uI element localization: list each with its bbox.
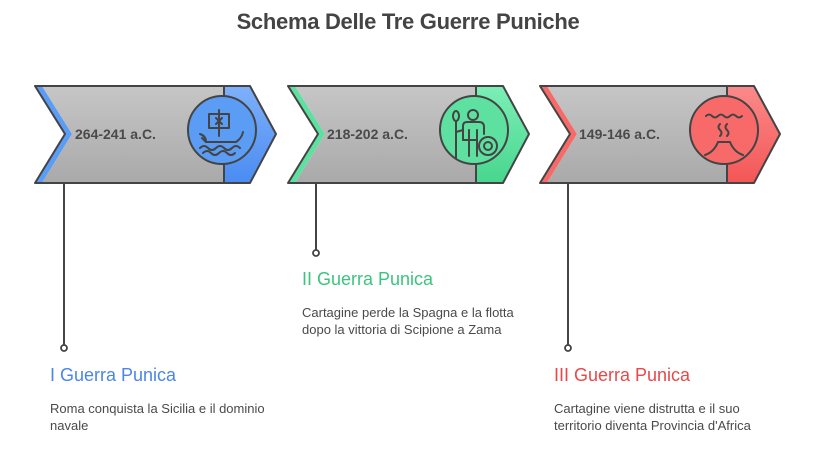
war-heading-2: II Guerra Punica <box>302 269 434 289</box>
timeline-arrow-1: 264-241 a.C. <box>34 85 277 184</box>
connector-3 <box>564 184 572 352</box>
soldier-shield-icon <box>439 95 509 165</box>
war-description-3: Cartagine viene distrutta e il suo terri… <box>554 401 751 433</box>
date-label-3: 149-146 a.C. <box>579 126 660 142</box>
connector-1 <box>60 184 68 352</box>
war-heading-3: III Guerra Punica <box>554 365 691 385</box>
caption-war-3: III Guerra Punica Cartagine viene distru… <box>554 364 784 434</box>
diagram-title: Schema Delle Tre Guerre Puniche <box>236 9 580 34</box>
war-description-2: Cartagine perde la Spagna e la flotta do… <box>302 305 514 337</box>
timeline-arrow-2: 218-202 a.C. <box>287 85 530 184</box>
destroyed-city-icon <box>689 95 759 165</box>
ship-icon <box>187 95 257 165</box>
connector-2 <box>312 184 320 257</box>
caption-war-1: I Guerra Punica Roma conquista la Sicili… <box>50 364 280 434</box>
caption-war-2: II Guerra Punica Cartagine perde la Spag… <box>302 268 532 338</box>
war-description-1: Roma conquista la Sicilia e il dominio n… <box>50 401 265 433</box>
date-label-2: 218-202 a.C. <box>327 126 408 142</box>
timeline-arrow-3: 149-146 a.C. <box>539 85 781 184</box>
war-heading-1: I Guerra Punica <box>50 365 177 385</box>
date-label-1: 264-241 a.C. <box>75 126 156 142</box>
